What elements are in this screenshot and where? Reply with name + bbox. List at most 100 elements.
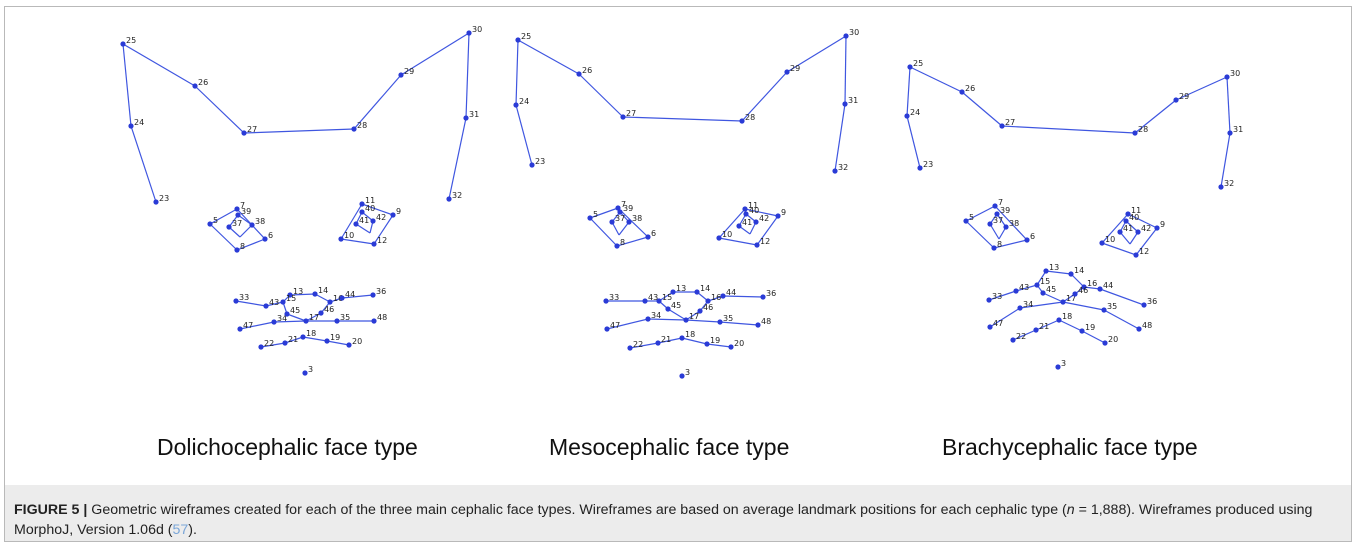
landmark-point xyxy=(907,64,913,70)
landmark-point xyxy=(992,203,998,209)
landmark-label: 35 xyxy=(340,313,350,322)
landmark-label: 22 xyxy=(1016,332,1026,341)
landmark-point xyxy=(312,291,318,297)
wireframe-edge xyxy=(326,340,350,346)
figure-caption: FIGURE 5 | Geometric wireframes created … xyxy=(14,500,1334,540)
landmark-label: 7 xyxy=(998,198,1003,207)
landmark-label: 8 xyxy=(997,240,1002,249)
wireframe-edge xyxy=(194,85,245,134)
wireframe-edge xyxy=(239,321,275,330)
landmark-point xyxy=(262,236,268,242)
landmark-point xyxy=(359,209,365,215)
landmark-label: 12 xyxy=(377,236,387,245)
landmark-label: 34 xyxy=(277,314,287,323)
landmark-point xyxy=(1055,364,1061,370)
landmark-label: 23 xyxy=(535,157,545,166)
wireframe-edge xyxy=(994,205,1028,241)
landmark-point xyxy=(1040,290,1046,296)
landmark-label: 7 xyxy=(621,200,626,209)
landmark-label: 44 xyxy=(1103,281,1113,290)
wireframe-edge xyxy=(1226,76,1231,134)
wireframe-edge xyxy=(340,238,375,245)
landmark-label: 31 xyxy=(848,96,858,105)
landmark-label: 44 xyxy=(345,290,355,299)
wireframe-edge xyxy=(341,294,374,299)
wireframe-edge xyxy=(1103,309,1140,330)
wireframe-edge xyxy=(1175,76,1228,101)
wireframe-edge xyxy=(400,32,470,76)
landmark-point xyxy=(1173,97,1179,103)
landmark-label: 41 xyxy=(742,218,752,227)
landmark-label: 41 xyxy=(359,216,369,225)
landmark-label: 31 xyxy=(469,110,479,119)
wireframe-edge xyxy=(465,32,470,119)
landmark-point xyxy=(917,165,923,171)
landmark-label: 11 xyxy=(365,196,375,205)
figure-frame xyxy=(4,6,1352,542)
landmark-label: 27 xyxy=(247,125,257,134)
wireframe-edge xyxy=(1135,227,1158,256)
landmark-point xyxy=(153,199,159,205)
landmark-point xyxy=(1056,317,1062,323)
landmark-label: 48 xyxy=(761,317,771,326)
landmark-point xyxy=(466,30,472,36)
landmark-label: 15 xyxy=(286,294,296,303)
landmark-label: 39 xyxy=(241,207,251,216)
landmark-label: 13 xyxy=(1049,263,1059,272)
landmark-point xyxy=(280,299,286,305)
landmark-label: 20 xyxy=(734,339,744,348)
wireframe-edge xyxy=(965,205,996,222)
caption-text-part-3: ). xyxy=(188,522,197,538)
landmark-point xyxy=(642,298,648,304)
landmark-point xyxy=(334,318,340,324)
wireframe-edge xyxy=(1101,213,1129,244)
landmark-label: 10 xyxy=(344,231,354,240)
landmark-label: 24 xyxy=(910,108,920,117)
landmark-point xyxy=(842,101,848,107)
landmark-label: 46 xyxy=(1078,286,1088,295)
wireframe-edge xyxy=(1125,220,1139,233)
landmark-label: 33 xyxy=(239,293,249,302)
landmark-label: 17 xyxy=(689,312,699,321)
wireframe-edge xyxy=(1099,288,1145,306)
wireframe-edge xyxy=(1015,284,1038,292)
landmark-label: 29 xyxy=(790,64,800,73)
wireframe-edge xyxy=(448,117,467,200)
landmark-label: 38 xyxy=(1009,219,1019,228)
wireframe-edge xyxy=(906,115,921,169)
landmark-point xyxy=(1133,252,1139,258)
landmark-point xyxy=(324,338,330,344)
landmark-point xyxy=(604,326,610,332)
landmark-point xyxy=(1099,240,1105,246)
landmark-point xyxy=(1218,184,1224,190)
wireframe-edge xyxy=(1070,273,1085,288)
wireframe-edge xyxy=(993,239,1028,249)
landmark-label: 36 xyxy=(376,287,386,296)
landmark-point xyxy=(529,162,535,168)
wireframe-edge xyxy=(284,336,304,344)
wireframe-edge xyxy=(744,208,779,217)
wireframe-edge xyxy=(239,224,253,238)
landmark-point xyxy=(318,310,324,316)
wireframe-edge xyxy=(685,310,701,321)
landmark-label: 37 xyxy=(615,214,625,223)
citation-link[interactable]: 57 xyxy=(172,522,189,538)
landmark-point xyxy=(233,298,239,304)
landmark-label: 47 xyxy=(243,321,253,330)
wireframe-edge xyxy=(361,203,394,216)
landmark-point xyxy=(249,222,255,228)
landmark-point xyxy=(346,342,352,348)
panel-label-brachycephalic: Brachycephalic face type xyxy=(942,434,1198,460)
landmark-point xyxy=(784,69,790,75)
landmark-point xyxy=(234,247,240,253)
landmark-point xyxy=(302,370,308,376)
caption-text-part-2: = 1,888). Wireframes produced using Morp… xyxy=(14,502,1313,538)
wireframe-edge xyxy=(667,308,687,321)
wireframe-edge xyxy=(618,221,630,236)
landmark-label: 31 xyxy=(1233,125,1243,134)
landmark-point xyxy=(258,344,264,350)
wireframe-edge xyxy=(589,207,619,219)
landmark-point xyxy=(120,41,126,47)
landmark-label: 40 xyxy=(1129,213,1139,222)
landmark-point xyxy=(1024,237,1030,243)
